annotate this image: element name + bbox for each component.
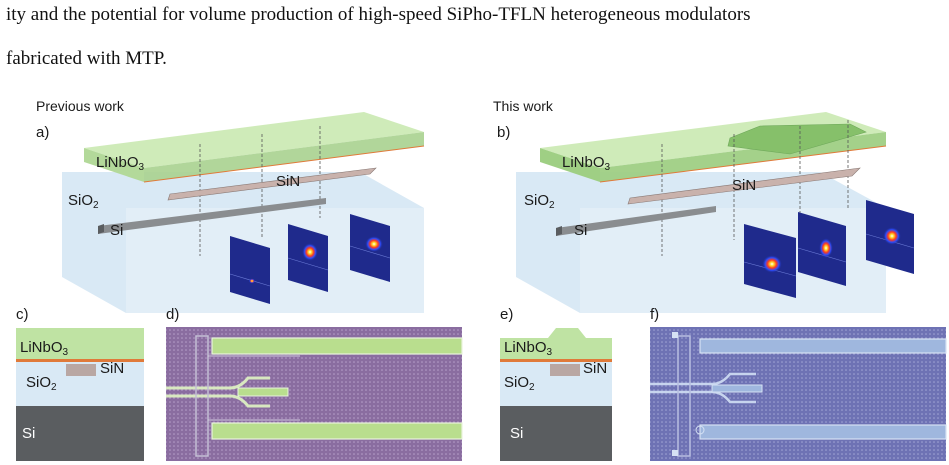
label-si-c: Si <box>22 425 36 442</box>
body-text-line-2: fabricated with MTP. <box>6 48 167 69</box>
interface-layer-e <box>500 359 612 362</box>
mode-image-a1 <box>229 236 271 304</box>
linbo3-layer-c <box>16 328 144 359</box>
panel-c-cross-section <box>16 328 144 461</box>
panel-label-a: a) <box>36 124 50 141</box>
label-sio2-a: SiO2 <box>68 192 99 211</box>
panel-a-3d-schematic <box>62 112 425 313</box>
heading-previous-work: Previous work <box>36 98 124 114</box>
figure: Previous work This work a) b) c) d) e) f… <box>0 88 949 465</box>
heading-this-work: This work <box>493 98 553 114</box>
label-sin-a: SiN <box>276 173 301 190</box>
panel-b-3d-schematic <box>516 112 915 313</box>
label-linbo3-c: LiNbO3 <box>20 339 69 358</box>
sin-core-e <box>550 364 580 376</box>
mode-image-a2 <box>287 224 329 292</box>
linbo3-ridge-b <box>727 123 867 155</box>
mode-image-b1 <box>743 224 797 298</box>
label-sin-e: SiN <box>583 360 608 377</box>
panel-label-d: d) <box>166 306 180 323</box>
sin-waveguide-b <box>627 167 861 205</box>
label-linbo3-a: LiNbO3 <box>96 154 145 173</box>
label-sio2-b: SiO2 <box>524 192 555 211</box>
linbo3-slab-b-edge <box>540 148 600 182</box>
label-sio2-e: SiO2 <box>504 374 535 393</box>
mode-image-b3 <box>865 200 915 274</box>
panel-label-e: e) <box>500 306 514 323</box>
sin-waveguide-a <box>167 167 377 201</box>
label-si-b: Si <box>574 222 588 239</box>
label-linbo3-e: LiNbO3 <box>504 339 553 358</box>
panel-label-c: c) <box>16 306 29 323</box>
label-sin-c: SiN <box>100 360 125 377</box>
figure-graphics <box>16 112 947 461</box>
linbo3-slab-a-edge <box>84 148 144 182</box>
linbo3-layer-e <box>500 328 612 359</box>
sin-core-c <box>66 364 96 376</box>
si-waveguide-b <box>556 206 716 236</box>
mode-image-b2 <box>797 212 847 286</box>
label-sio2-c: SiO2 <box>26 374 57 393</box>
label-sin-b: SiN <box>732 177 757 194</box>
panel-label-b: b) <box>497 124 511 141</box>
panel-d-micrograph <box>166 327 463 461</box>
si-layer-e <box>500 406 612 461</box>
label-linbo3-b: LiNbO3 <box>562 154 611 173</box>
label-si-a: Si <box>110 222 124 239</box>
si-waveguide-a <box>98 198 326 234</box>
interface-layer-c <box>16 359 144 362</box>
body-text-line-1: ity and the potential for volume product… <box>6 4 751 25</box>
label-si-e: Si <box>510 425 524 442</box>
panel-e-cross-section <box>500 328 612 461</box>
mode-image-a3 <box>349 214 391 282</box>
si-layer-c <box>16 406 144 461</box>
panel-f-micrograph <box>650 327 947 461</box>
panel-label-f: f) <box>650 306 660 323</box>
linbo3-slab-a <box>84 112 424 168</box>
